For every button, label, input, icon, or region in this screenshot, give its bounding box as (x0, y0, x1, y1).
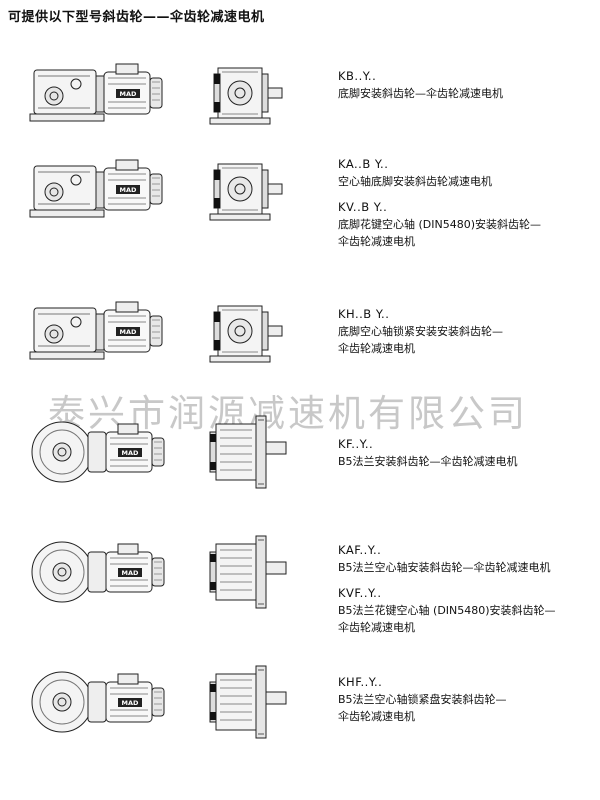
side-view-drawing: MAD (30, 668, 180, 738)
model-description-line: 底脚空心轴锁紧安装安装斜齿轮— (338, 325, 503, 338)
side-view-drawing: MAD (30, 418, 180, 488)
model-description-line: B5法兰空心轴安装斜齿轮—伞齿轮减速电机 (338, 561, 551, 574)
model-description-line: B5法兰花键空心轴 (DIN5480)安装斜齿轮— (338, 604, 556, 617)
model-description: KF..Y.. B5法兰安装斜齿轮—伞齿轮减速电机 (338, 436, 518, 470)
end-view-drawing (200, 60, 290, 130)
side-view-drawing: MAD (30, 298, 180, 368)
gearmotor-end-view (200, 298, 290, 372)
entry-gap (338, 190, 541, 199)
gearmotor-side-view: MAD (30, 418, 180, 492)
model-description-line: 伞齿轮减速电机 (338, 235, 415, 248)
model-description-line: 伞齿轮减速电机 (338, 342, 415, 355)
gearmotor-end-view (200, 156, 290, 230)
gearmotor-side-view: MAD (30, 538, 180, 612)
model-description: KAF..Y.. B5法兰空心轴安装斜齿轮—伞齿轮减速电机 KVF..Y.. B5法兰… (338, 542, 556, 636)
motor-nameplate-label: MAD (122, 569, 139, 577)
model-description-line: 底脚花键空心轴 (DIN5480)安装斜齿轮— (338, 218, 542, 231)
motor-nameplate-label: MAD (120, 90, 137, 98)
model-code: KA..B Y.. (338, 157, 389, 171)
motor-nameplate-label: MAD (120, 186, 137, 194)
model-code: KB..Y.. (338, 69, 377, 83)
model-code: KF..Y.. (338, 437, 374, 451)
model-description-line: B5法兰安装斜齿轮—伞齿轮减速电机 (338, 455, 518, 468)
end-view-drawing (200, 412, 300, 492)
model-description: KB..Y.. 底脚安装斜齿轮—伞齿轮减速电机 (338, 68, 503, 102)
model-code: KHF..Y.. (338, 675, 383, 689)
motor-nameplate-label: MAD (122, 699, 139, 707)
end-view-drawing (200, 156, 290, 226)
entry-gap (338, 576, 556, 585)
gearmotor-side-view: MAD (30, 668, 180, 742)
gearmotor-side-view: MAD (30, 298, 180, 372)
gearmotor-side-view: MAD (30, 60, 180, 134)
model-code: KH..B Y.. (338, 307, 390, 321)
page-title: 可提供以下型号斜齿轮——伞齿轮减速电机 (8, 10, 265, 25)
model-code: KAF..Y.. (338, 543, 382, 557)
model-description: KHF..Y.. B5法兰空心轴锁紧盘安装斜齿轮— 伞齿轮减速电机 (338, 674, 507, 725)
side-view-drawing: MAD (30, 60, 180, 130)
model-description: KA..B Y.. 空心轴底脚安装斜齿轮减速电机 KV..B Y.. 底脚花键空心轴 … (338, 156, 541, 250)
gearmotor-end-view (200, 662, 300, 746)
model-description-line: 伞齿轮减速电机 (338, 621, 415, 634)
end-view-drawing (200, 298, 290, 368)
model-code: KV..B Y.. (338, 200, 388, 214)
motor-nameplate-label: MAD (120, 328, 137, 336)
end-view-drawing (200, 662, 300, 742)
gearmotor-end-view (200, 60, 290, 134)
motor-nameplate-label: MAD (122, 449, 139, 457)
model-code: KVF..Y.. (338, 586, 382, 600)
gearmotor-end-view (200, 532, 300, 616)
model-description-line: 伞齿轮减速电机 (338, 710, 415, 723)
model-description: KH..B Y.. 底脚空心轴锁紧安装安装斜齿轮— 伞齿轮减速电机 (338, 306, 503, 357)
gearmotor-side-view: MAD (30, 156, 180, 230)
end-view-drawing (200, 532, 300, 612)
side-view-drawing: MAD (30, 538, 180, 608)
model-description-line: 空心轴底脚安装斜齿轮减速电机 (338, 175, 492, 188)
side-view-drawing: MAD (30, 156, 180, 226)
gearmotor-end-view (200, 412, 300, 496)
model-description-line: 底脚安装斜齿轮—伞齿轮减速电机 (338, 87, 503, 100)
model-description-line: B5法兰空心轴锁紧盘安装斜齿轮— (338, 693, 507, 706)
